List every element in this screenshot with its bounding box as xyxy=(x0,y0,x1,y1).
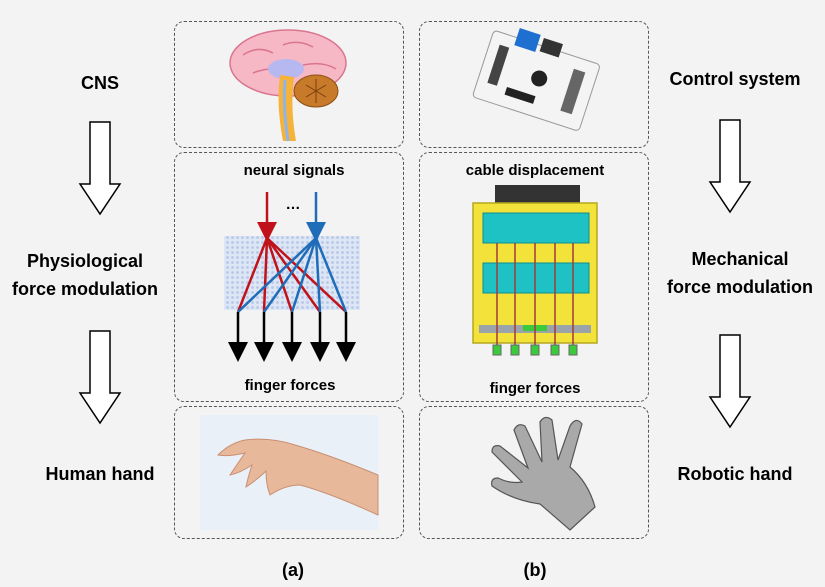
control-board-box xyxy=(419,21,649,148)
neural-network-box xyxy=(174,152,404,402)
cns-label: CNS xyxy=(80,73,119,93)
human-hand-illustration xyxy=(200,415,379,530)
arrow-down-control-to-mech xyxy=(708,119,752,214)
neural-network-diagram xyxy=(224,192,360,362)
control-board-illustration xyxy=(472,28,600,131)
brain-illustration xyxy=(229,29,347,142)
finger-forces-label-b: finger forces xyxy=(489,380,581,397)
brain-box xyxy=(174,21,404,148)
signal-dots: … xyxy=(285,196,301,213)
caption-a: (a) xyxy=(282,560,304,580)
physiological-label-line2: force modulation xyxy=(11,279,158,299)
cable-displacement-label: cable displacement xyxy=(465,162,605,179)
cable-mechanism-diagram xyxy=(472,185,598,356)
robotic-hand-box xyxy=(419,406,649,539)
human-hand-label: Human hand xyxy=(45,464,155,484)
physiological-label-line1: Physiological xyxy=(26,251,144,271)
mechanical-label-line2: force modulation xyxy=(666,277,813,297)
arrow-down-physio-to-hand xyxy=(78,330,122,425)
caption-b: (b) xyxy=(523,560,547,580)
control-system-label: Control system xyxy=(669,69,801,89)
human-hand-box xyxy=(174,406,404,539)
arrow-down-mech-to-hand xyxy=(708,334,752,429)
robotic-hand-illustration xyxy=(491,416,596,531)
mechanism-box xyxy=(419,152,649,402)
finger-forces-label-a: finger forces xyxy=(244,377,336,394)
robotic-hand-label: Robotic hand xyxy=(677,464,793,484)
arrow-down-cns-to-physio xyxy=(78,121,122,216)
mechanical-label-line1: Mechanical xyxy=(691,249,789,269)
neural-signals-label: neural signals xyxy=(243,162,345,179)
